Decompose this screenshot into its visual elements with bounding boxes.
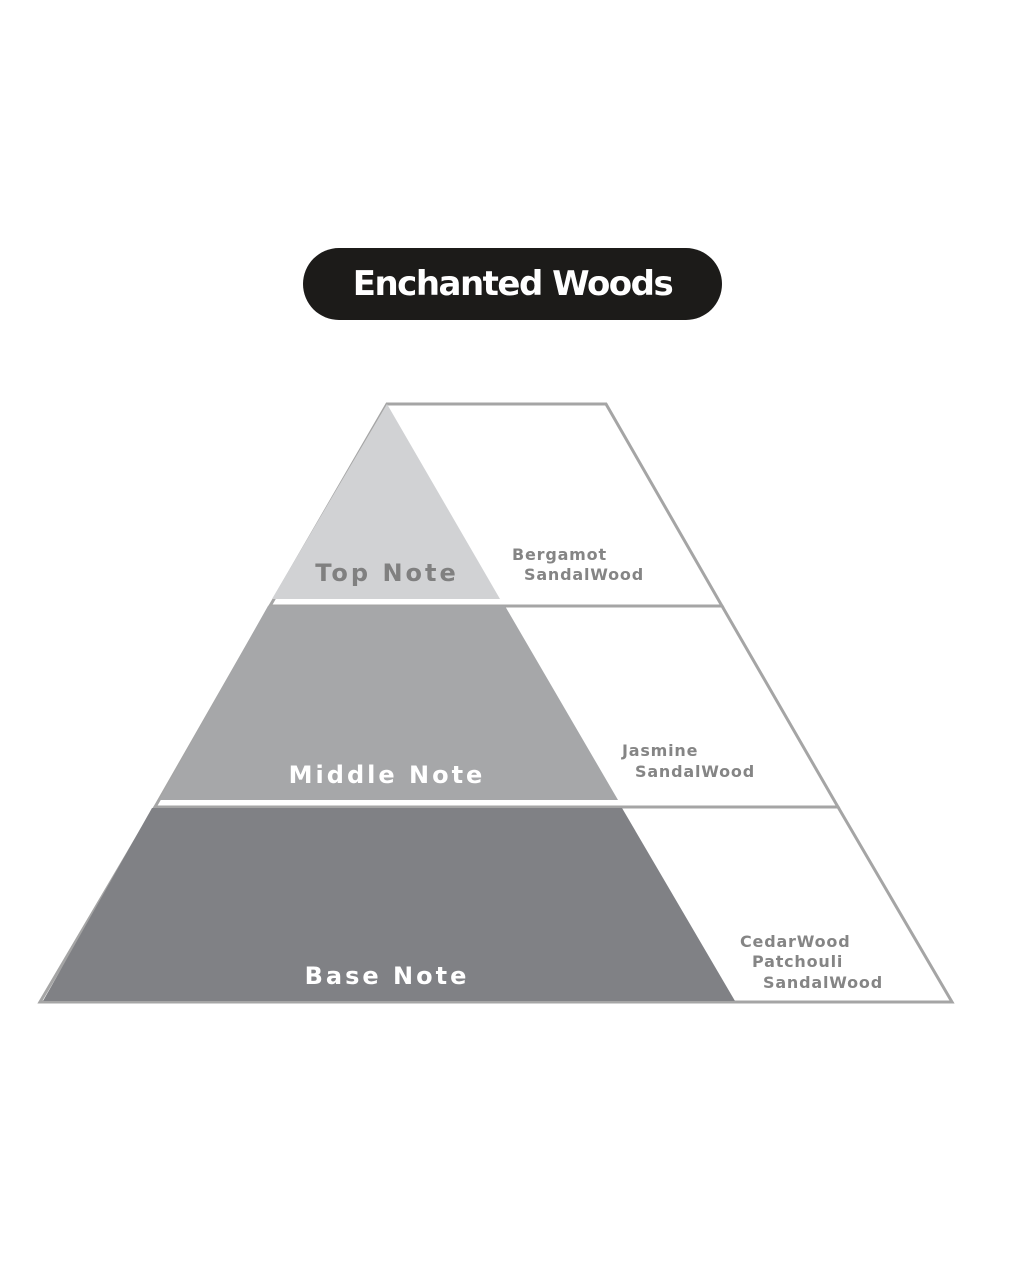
base-ingredient-2: Patchouli <box>752 952 843 971</box>
title-badge: Enchanted Woods <box>303 248 722 320</box>
base-note-label: Base Note <box>305 962 470 990</box>
base-ingredient-1: CedarWood <box>740 932 850 951</box>
middle-ingredient-2: SandalWood <box>635 762 755 781</box>
top-note-label: Top Note <box>315 559 459 587</box>
top-ingredient-2: SandalWood <box>524 565 644 584</box>
middle-tier-fill <box>159 606 618 800</box>
top-ingredient-1: Bergamot <box>512 545 607 564</box>
middle-ingredient-1: Jasmine <box>621 741 698 760</box>
top-tier-fill <box>272 404 500 599</box>
base-tier-fill <box>43 808 735 1001</box>
middle-note-label: Middle Note <box>289 761 486 789</box>
page-title: Enchanted Woods <box>352 264 674 304</box>
base-ingredient-3: SandalWood <box>763 973 883 992</box>
